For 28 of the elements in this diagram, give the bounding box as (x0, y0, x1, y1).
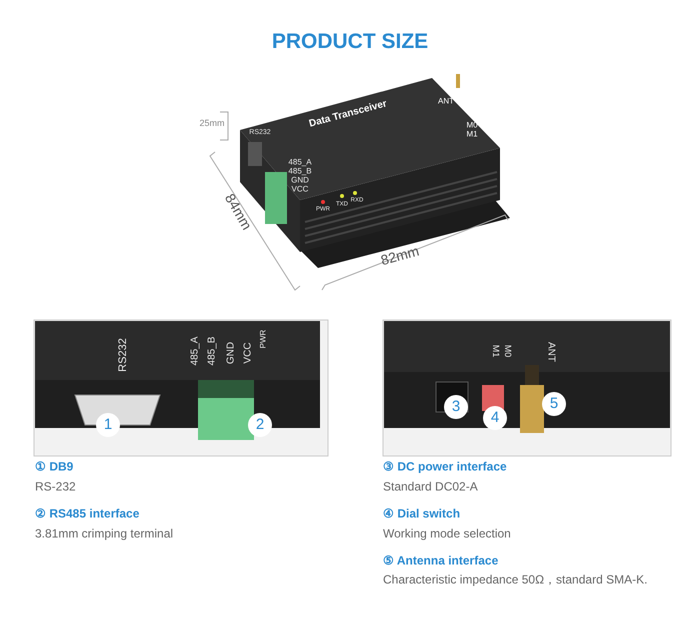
feature-heading: ③ DC power interface (383, 460, 507, 474)
feature-description: 3.81mm crimping terminal (35, 527, 174, 541)
device-label: VCC (292, 186, 308, 194)
device-label: GND (226, 342, 236, 364)
device-label: 485_A (288, 158, 312, 168)
device-label: M1 (466, 130, 478, 140)
dimension-label: 82mm (379, 244, 421, 268)
device-label: PWR (260, 330, 268, 348)
feature-description: Working mode selection (383, 527, 511, 541)
feature-heading: ② RS485 interface (35, 507, 140, 521)
device-label: RS232 (116, 338, 130, 372)
dimension-label: 25mm (200, 119, 224, 129)
feature-description: RS-232 (35, 480, 76, 494)
device-label: 485_B (206, 336, 218, 366)
feature-heading: ⑤ Antenna interface (383, 554, 498, 568)
device-label: GND (291, 176, 309, 186)
feature-description: Characteristic impedance 50Ω，standard SMA-K. (383, 573, 648, 587)
device-label: ANT (546, 342, 556, 362)
device-label: M1 (490, 344, 500, 358)
device-label: VCC (242, 342, 254, 364)
device-label: ANT (438, 98, 454, 106)
device-label: 485_A (190, 336, 200, 366)
device-label: M0 (502, 344, 512, 358)
device-label: 485_B (288, 168, 312, 176)
feature-heading: ① DB9 (35, 460, 74, 474)
feature-heading: ④ Dial switch (383, 507, 460, 521)
feature-description: Standard DC02-A (383, 480, 478, 494)
page-title: PRODUCT SIZE (270, 30, 430, 54)
